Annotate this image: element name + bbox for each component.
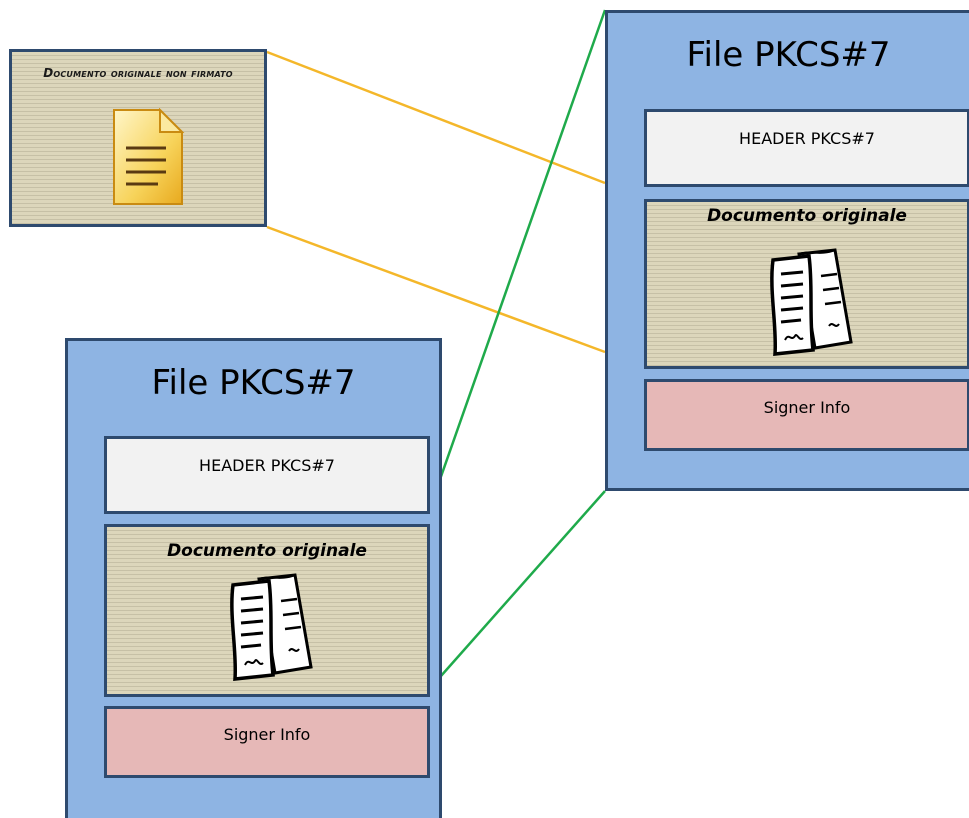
connector-nested-top	[423, 9, 607, 523]
pkcs7-file-title: File PKCS#7	[151, 363, 356, 403]
header-pkcs7-box: HEADER PKCS#7	[104, 436, 430, 514]
original-document-label: Documento originale	[167, 541, 367, 561]
header-pkcs7-box: HEADER PKCS#7	[644, 109, 969, 187]
pkcs7-file-title: File PKCS#7	[686, 35, 891, 75]
unsigned-document-title: Documento originale non firmato	[43, 66, 233, 80]
pkcs7-file-right: File PKCS#7 HEADER PKCS#7 Documento orig…	[605, 10, 969, 491]
document-file-icon	[113, 108, 185, 205]
signed-pages-icon	[230, 573, 313, 681]
signer-info-box: Signer Info	[644, 379, 969, 451]
original-document-box: Documento originale	[104, 524, 430, 697]
header-pkcs7-label: HEADER PKCS#7	[199, 456, 335, 475]
pkcs7-file-left: File PKCS#7 HEADER PKCS#7 Documento orig…	[65, 338, 442, 818]
original-document-label: Documento originale	[707, 206, 907, 226]
connector-nested-bottom	[424, 490, 606, 695]
signed-pages-icon	[770, 248, 853, 356]
signer-info-label: Signer Info	[763, 398, 851, 417]
original-document-box: Documento originale	[644, 199, 969, 369]
header-pkcs7-label: HEADER PKCS#7	[739, 129, 875, 148]
signer-info-label: Signer Info	[223, 725, 311, 744]
signer-info-box: Signer Info	[104, 706, 430, 778]
connector-original-bottom	[266, 225, 606, 354]
unsigned-document-box: Documento originale non firmato	[9, 49, 267, 227]
connector-original-top	[266, 50, 606, 185]
